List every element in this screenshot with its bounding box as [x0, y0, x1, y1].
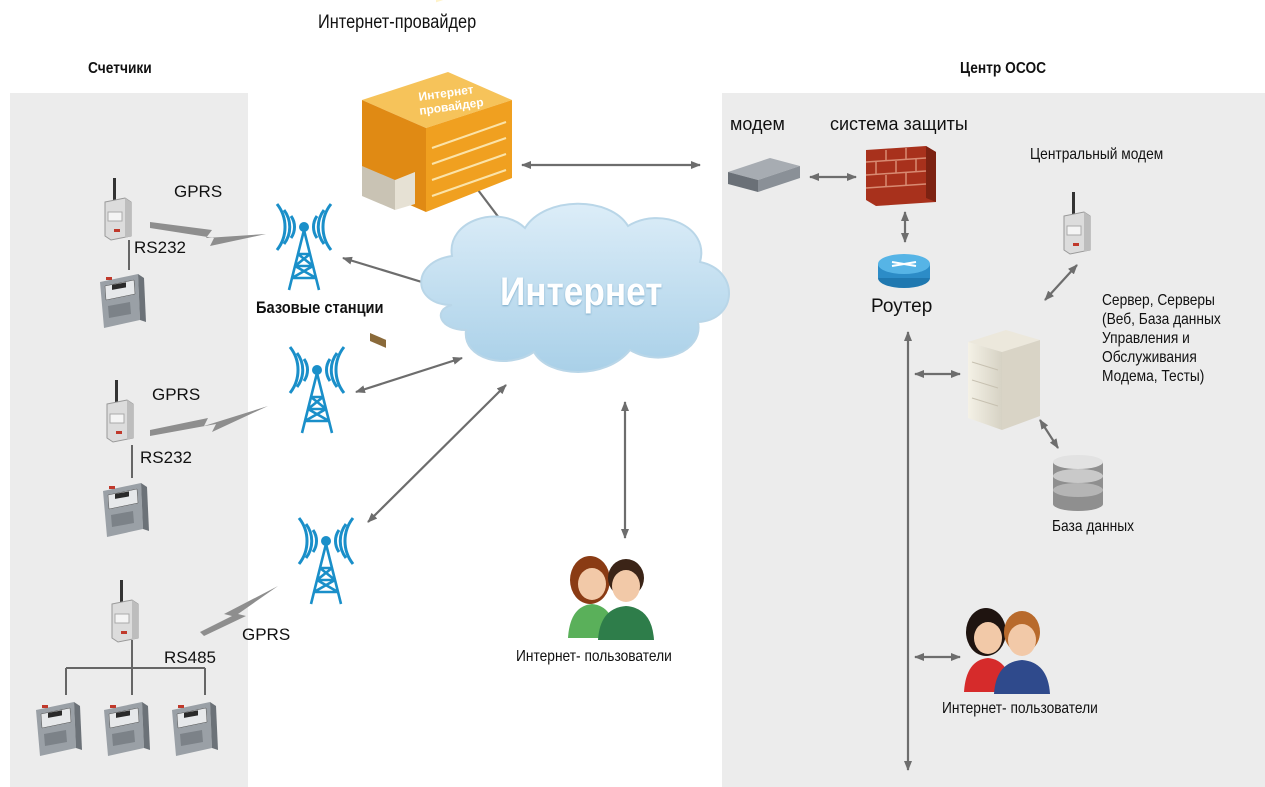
arrow-server-central-modem	[1044, 264, 1078, 301]
internet-users-icon-right	[964, 608, 1050, 694]
server-label-line-2: (Веб, База данных	[1102, 311, 1221, 328]
gprs-link-3	[200, 586, 278, 636]
electricity-meter-icon-2	[102, 482, 150, 538]
rs232-label-2: RS232	[140, 448, 192, 467]
gprs-link-1	[150, 222, 266, 246]
gprs-modem-icon-3	[111, 579, 139, 643]
internet-users-label-right: Интернет- пользователи	[942, 700, 1098, 717]
meters-panel-title: Счетчики	[88, 60, 152, 77]
control-center-title: Центр ОСОС	[960, 60, 1047, 77]
internet-cloud-label: Интернет	[500, 270, 663, 314]
base-station-tower-icon-1	[275, 202, 333, 292]
internet-users-icon-center	[568, 556, 654, 640]
top-isp-title: Интернет-провайдер	[318, 12, 477, 33]
gprs-modem-icon-2	[106, 379, 134, 443]
electricity-meter-icon-1	[99, 273, 147, 329]
server-icon	[968, 330, 1040, 430]
server-label-line-3: Управления и	[1102, 330, 1190, 347]
server-label-line-1: Сервер, Серверы	[1102, 292, 1215, 309]
internet-cloud	[420, 202, 730, 373]
gprs-link-2	[150, 406, 268, 436]
gprs-label-3: GPRS	[242, 625, 291, 644]
modem-label: модем	[730, 114, 785, 134]
electricity-meter-icon-5	[171, 701, 219, 757]
server-label-line-5: Модема, Тесты)	[1102, 368, 1205, 385]
rs485-label: RS485	[164, 648, 216, 667]
firewall-icon	[865, 146, 936, 206]
isp-building-icon	[362, 0, 512, 348]
server-label-line-4: Обслуживания	[1102, 349, 1197, 366]
gprs-modem-icon-1	[104, 177, 132, 241]
electricity-meter-icon-3	[35, 701, 83, 757]
firewall-label: система защиты	[830, 114, 968, 134]
rs232-label-1: RS232	[134, 238, 186, 257]
modem-icon	[728, 158, 800, 192]
arrow-tower3-cloud	[367, 384, 507, 523]
database-icon	[1053, 455, 1103, 511]
internet-users-label-center: Интернет- пользователи	[516, 648, 672, 665]
database-label: База данных	[1052, 518, 1134, 535]
arrow-tower2-cloud	[355, 356, 463, 394]
central-modem-icon	[1063, 191, 1091, 255]
base-stations-label: Базовые станции	[256, 298, 384, 317]
electricity-meter-icon-4	[103, 701, 151, 757]
router-label: Роутер	[871, 296, 933, 317]
wire-rs485	[65, 640, 206, 695]
gprs-label-2: GPRS	[152, 385, 201, 404]
router-icon	[878, 254, 930, 288]
central-modem-label: Центральный модем	[1030, 146, 1164, 163]
base-station-tower-icon-3	[297, 516, 355, 606]
base-station-tower-icon-2	[288, 345, 346, 435]
gprs-label-1: GPRS	[174, 182, 223, 201]
arrow-server-database	[1039, 419, 1059, 449]
